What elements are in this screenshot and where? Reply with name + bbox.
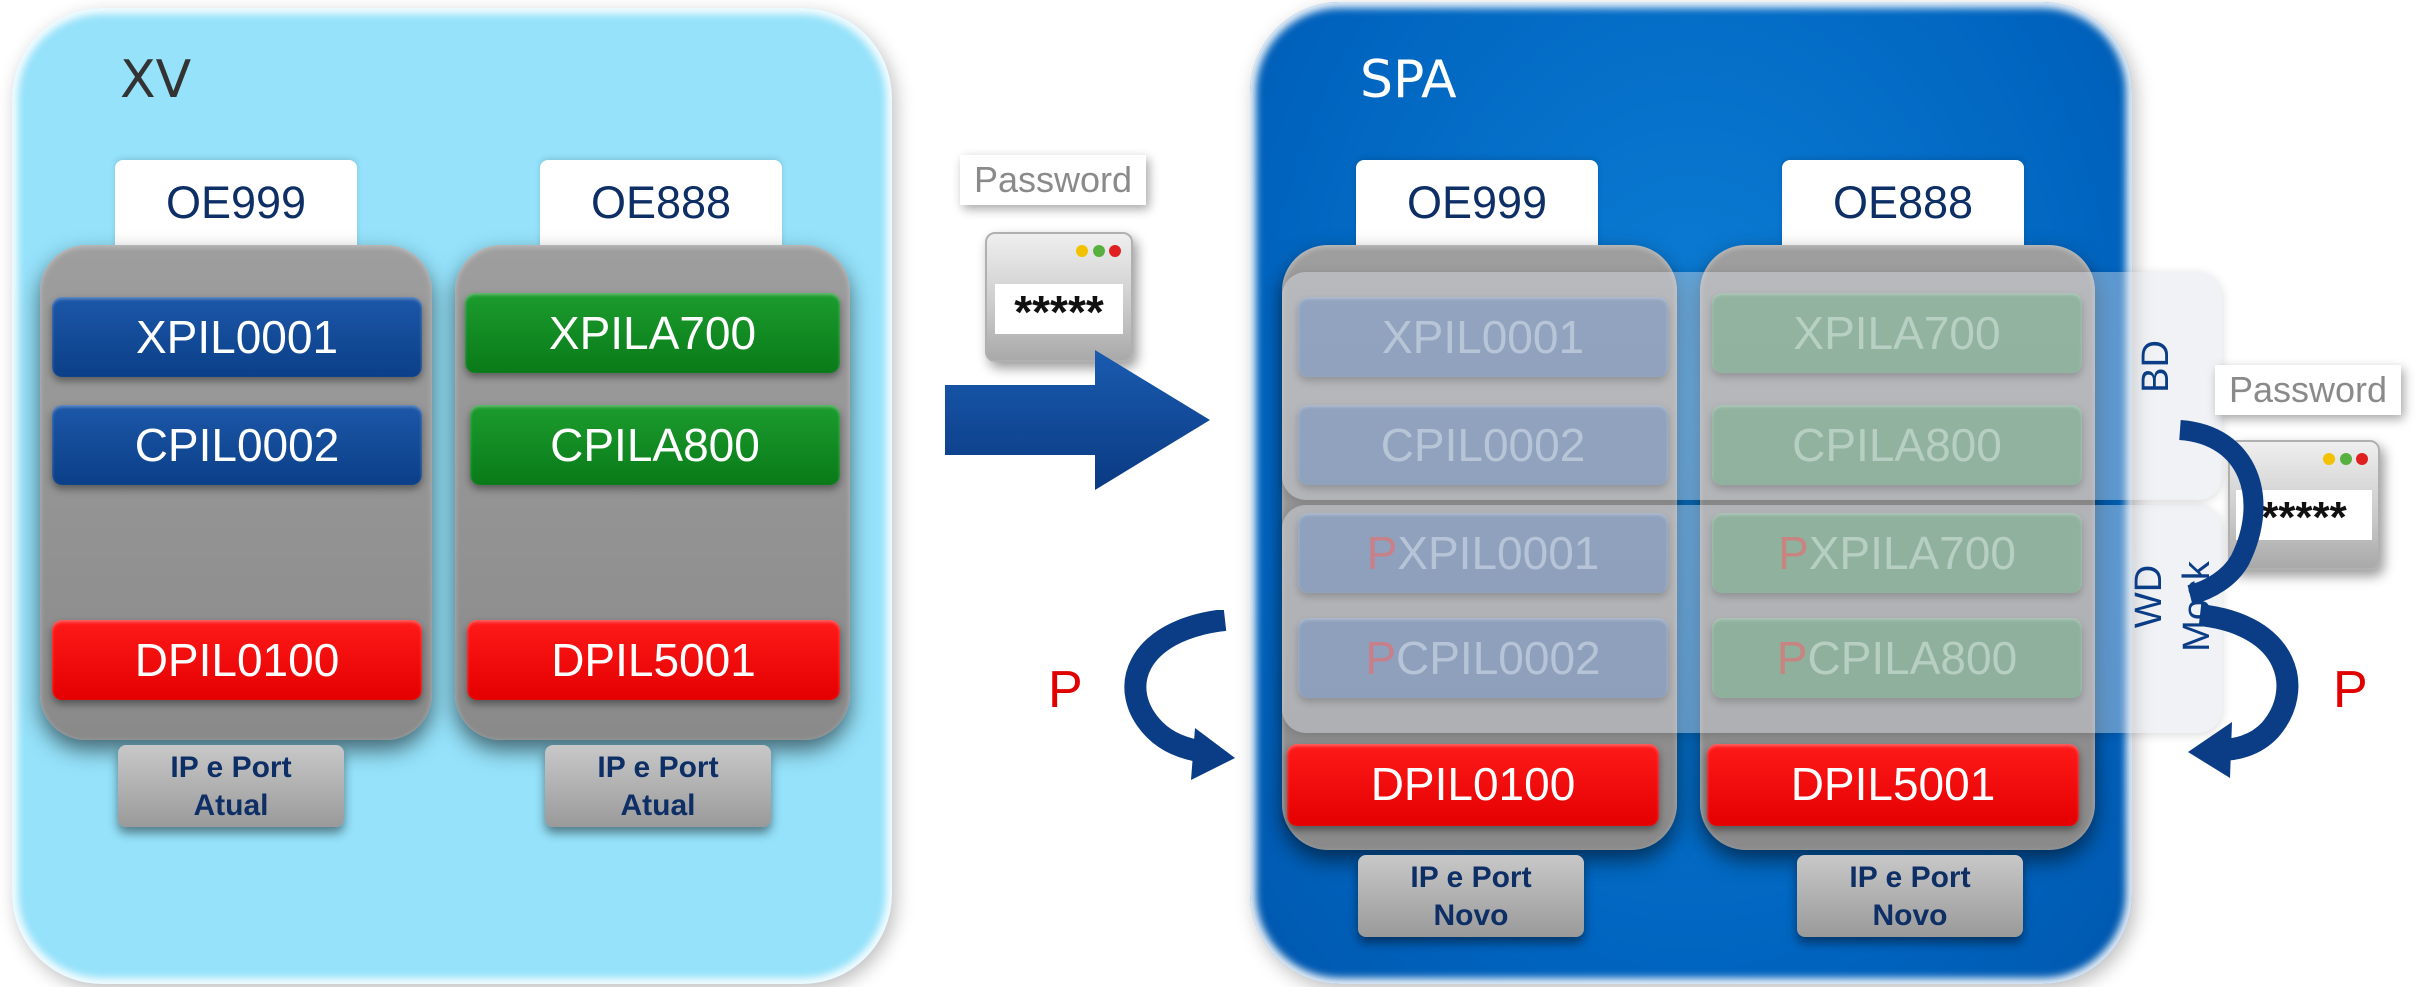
spa-pmodule-xpila700: PXPILA700 <box>1712 513 2082 593</box>
bd-label: BD <box>2134 340 2177 393</box>
xv-module-cpil0002: CPIL0002 <box>52 405 422 485</box>
xv-title: XV <box>120 50 192 110</box>
spa-ip-button-oe999: IP e Port Novo <box>1358 855 1584 937</box>
cycle-arrow-left-icon <box>1124 610 1235 780</box>
xv-module-xpila700: XPILA700 <box>465 293 840 373</box>
wd-mock-band <box>1282 505 2222 733</box>
spa-tab-oe888: OE888 <box>1782 160 2024 252</box>
bd-to-password-arrow-icon <box>2178 420 2264 605</box>
cycle-letter-right: P <box>2333 661 2368 719</box>
spa-pmodule-xpil0001: PXPIL0001 <box>1298 513 1668 593</box>
p-module-name: XPILA700 <box>1808 527 2016 579</box>
spa-db-dpil0100: DPIL0100 <box>1287 744 1659 826</box>
xv-tab-oe888: OE888 <box>540 160 782 252</box>
spa-module-xpil0001: XPIL0001 <box>1298 297 1668 377</box>
ip-label-line1: IP e Port <box>1410 861 1532 894</box>
xv-db-dpil0100: DPIL0100 <box>52 620 422 700</box>
p-prefix: P <box>1365 632 1397 684</box>
xv-module-xpil0001: XPIL0001 <box>52 297 422 377</box>
spa-tab-oe999: OE999 <box>1356 160 1598 252</box>
spa-module-cpil0002: CPIL0002 <box>1298 405 1668 485</box>
ip-label-line1: IP e Port <box>170 751 292 784</box>
p-module-name: CPIL0002 <box>1396 632 1601 684</box>
spa-module-xpila700: XPILA700 <box>1712 293 2082 373</box>
p-prefix: P <box>1366 527 1398 579</box>
spa-module-cpila800: CPILA800 <box>1712 405 2082 485</box>
xv-ip-button-oe999: IP e Port Atual <box>118 745 344 827</box>
ip-label-line2: Novo <box>1872 899 1948 932</box>
xv-tab-oe999: OE999 <box>115 160 357 252</box>
ip-label-line2: Atual <box>620 789 696 822</box>
p-module-name: CPILA800 <box>1807 632 2018 684</box>
xv-db-dpil5001: DPIL5001 <box>467 620 840 700</box>
password-field-left: ***** <box>995 284 1123 338</box>
p-module-name: XPIL0001 <box>1397 527 1600 579</box>
window-controls-icon <box>1076 244 1121 262</box>
ip-label-line2: Atual <box>193 789 269 822</box>
wd-label: WD <box>2128 564 2171 629</box>
spa-pmodule-cpila800: PCPILA800 <box>1712 618 2082 698</box>
xv-module-cpila800: CPILA800 <box>470 405 840 485</box>
window-controls-icon <box>2323 452 2368 470</box>
bd-band <box>1282 272 2222 500</box>
p-prefix: P <box>1776 632 1808 684</box>
ip-label-line1: IP e Port <box>1849 861 1971 894</box>
migration-arrow-icon <box>945 350 1210 490</box>
password-label-left: Password <box>960 155 1147 205</box>
ip-label-line2: Novo <box>1433 899 1509 932</box>
password-label-right: Password <box>2215 365 2402 415</box>
cycle-letter-left: P <box>1048 661 1083 719</box>
p-prefix: P <box>1778 527 1809 579</box>
password-window-left: ***** <box>985 232 1133 362</box>
ip-label-line1: IP e Port <box>597 751 719 784</box>
spa-pmodule-cpil0002: PCPIL0002 <box>1298 618 1668 698</box>
spa-ip-button-oe888: IP e Port Novo <box>1797 855 2023 937</box>
spa-db-dpil5001: DPIL5001 <box>1707 744 2079 826</box>
spa-title: SPA <box>1360 50 1457 110</box>
xv-ip-button-oe888: IP e Port Atual <box>545 745 771 827</box>
cycle-arrow-right-icon <box>2188 604 2299 778</box>
